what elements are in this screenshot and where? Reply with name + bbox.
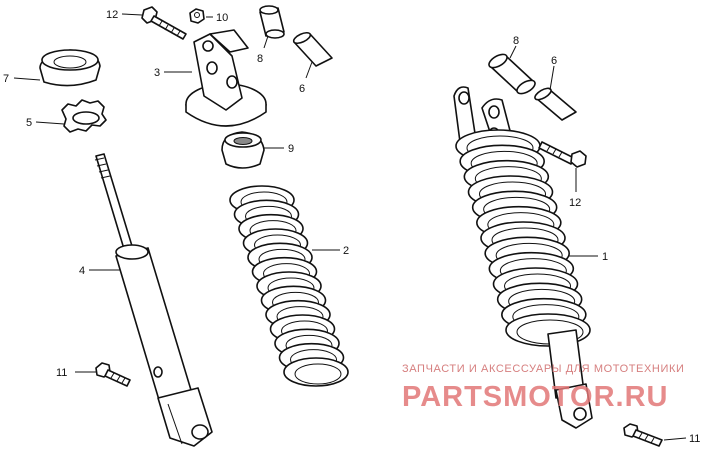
callout-6-upper: 6 [299, 83, 305, 95]
watermark-brand: PARTSMOTOR.RU [402, 381, 668, 413]
callout-3: 3 [154, 67, 160, 79]
callout-9: 9 [288, 143, 294, 155]
callout-1: 1 [602, 251, 608, 263]
callout-7: 7 [3, 73, 9, 85]
callout-5: 5 [26, 117, 32, 129]
upper-mount-3 [185, 29, 267, 127]
watermark-tagline: ЗАПЧАСТИ И АКСЕССУАРЫ ДЛЯ МОТОТЕХНИКИ [402, 363, 684, 375]
bushing-8-right [488, 53, 536, 95]
callout-12-left: 12 [106, 9, 118, 21]
callout-11-right: 11 [689, 433, 700, 445]
lock-washer-5 [61, 99, 107, 133]
bolt-12-top-left [141, 6, 187, 40]
spring-2-coil [283, 357, 349, 387]
damper-unit-4 [94, 153, 213, 447]
leader-lines [13, 13, 687, 441]
callout-labels: 12 10 8 6 3 7 5 9 4 11 2 8 6 12 1 11 [3, 9, 700, 445]
collar-6-upper [292, 31, 333, 67]
rubber-bushing-9 [221, 131, 265, 169]
shock-lower-body-1 [547, 329, 593, 429]
callout-10: 10 [216, 12, 228, 24]
callout-2: 2 [343, 245, 349, 257]
bolt-12-right [538, 141, 587, 168]
watermark: ЗАПЧАСТИ И АКСЕССУАРЫ ДЛЯ МОТОТЕХНИКИ PA… [402, 363, 684, 413]
coil-spring-2 [229, 185, 349, 387]
callout-12-right: 12 [569, 197, 581, 209]
shock-spring-coils-1 [455, 129, 591, 347]
shock-absorber-assembly-1 [453, 86, 515, 151]
spring-seat-cap-7 [39, 49, 101, 87]
bolt-11-left [95, 362, 131, 387]
bushing-8-upper [259, 5, 285, 39]
callout-11-left: 11 [56, 367, 67, 379]
callout-8-upper: 8 [257, 53, 263, 65]
callout-8-right: 8 [513, 35, 519, 47]
callout-6-right: 6 [551, 55, 557, 67]
collar-6-right [534, 87, 577, 121]
spring-2-coil-inner [294, 363, 342, 385]
bolt-11-right [623, 423, 663, 447]
nut-10 [189, 8, 205, 24]
callout-4: 4 [79, 265, 85, 277]
